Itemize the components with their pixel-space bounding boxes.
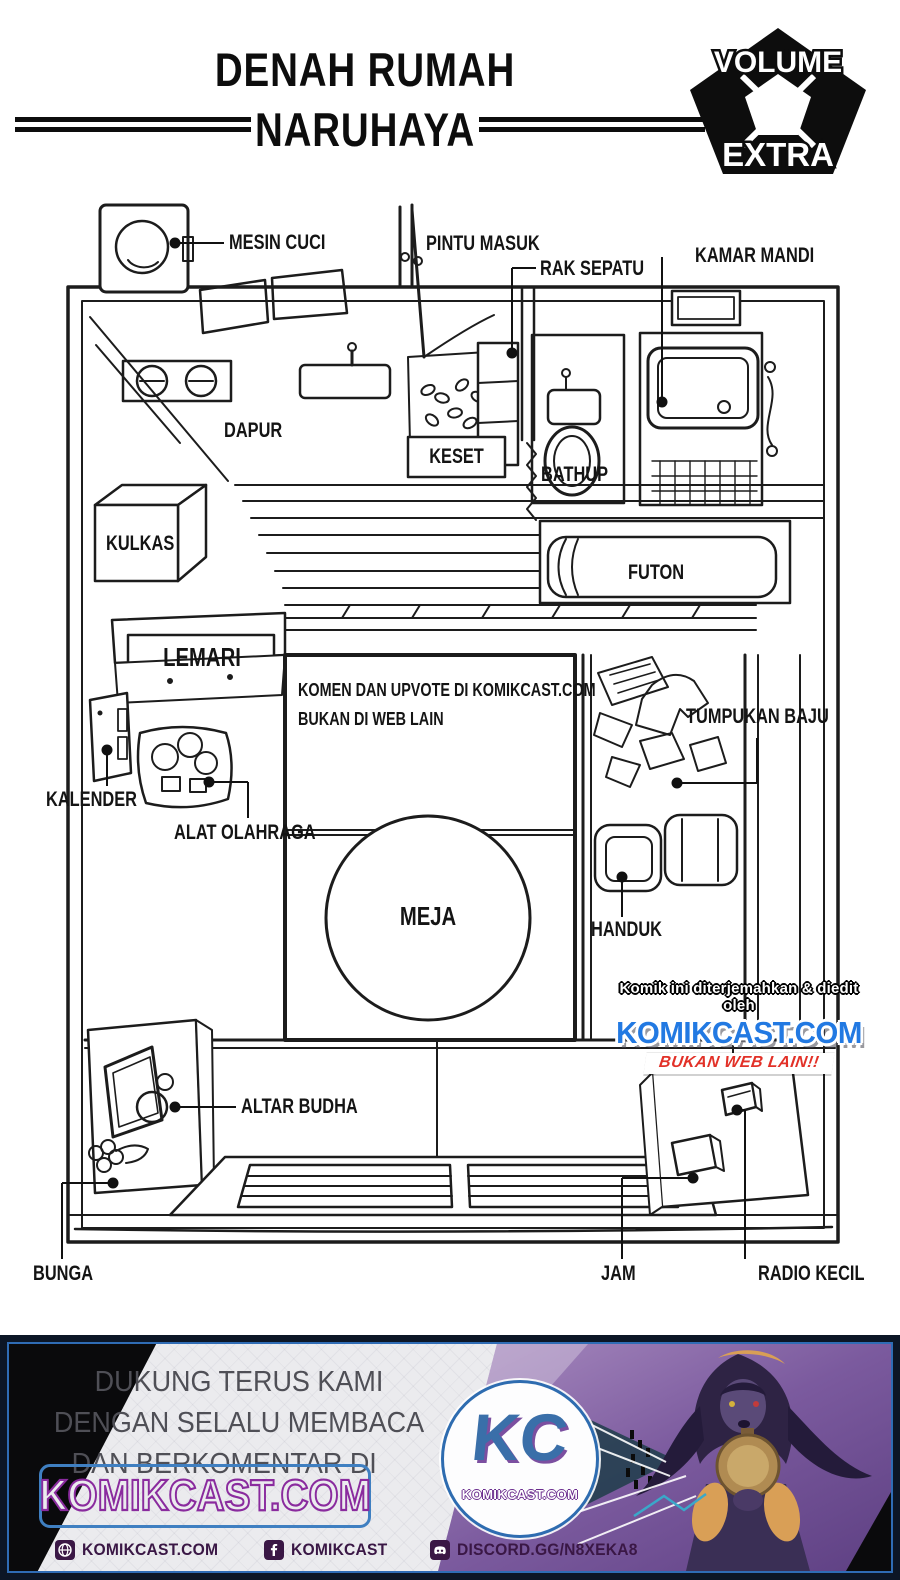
footer-discord-label: DISCORD.GG/N8XEKA8 xyxy=(456,1540,638,1559)
support-line1: DUKUNG TERUS KAMI xyxy=(94,1366,384,1398)
kc-logo-letters: KC xyxy=(468,1400,572,1474)
label-rak-sepatu: RAK SEPATU xyxy=(540,257,645,280)
watermark-ribbon: BUKAN WEB LAIN!! xyxy=(643,1053,835,1074)
title-rule xyxy=(479,127,705,132)
floor-plan-drawing xyxy=(61,203,840,1259)
label-kulkas: KULKAS xyxy=(106,532,175,555)
badge-star xyxy=(745,74,811,135)
label-radio-kecil: RADIO KECIL xyxy=(758,1262,865,1285)
label-keset: KESET xyxy=(429,445,484,468)
label-bathup: BATHUP xyxy=(541,463,609,486)
watermark-site: KOMIKCAST.COM xyxy=(616,1015,862,1050)
discord-icon xyxy=(429,1540,450,1560)
site-box-text: KOMIKCAST.COM xyxy=(38,1470,371,1521)
label-mesin-cuci: MESIN CUCI xyxy=(229,231,326,254)
label-altar-budha: ALTAR BUDHA xyxy=(241,1095,358,1118)
volume-extra-badge: VOLUME EXTRA xyxy=(688,26,868,178)
translator-watermark: Komik ini diterjemahkan & diedit oleh KO… xyxy=(608,980,870,1074)
kc-logo-site: KOMIKCAST.COM xyxy=(461,1487,579,1502)
note-line1: KOMEN DAN UPVOTE DI KOMIKCAST.COM xyxy=(298,680,596,700)
footer-website-label: KOMIKCAST.COM xyxy=(82,1540,219,1559)
globe-icon xyxy=(55,1540,75,1560)
label-pintu-masuk: PINTU MASUK xyxy=(426,232,540,255)
label-kalender: KALENDER xyxy=(46,788,138,811)
footer-item-discord: DISCORD.GG/N8XEKA8 xyxy=(429,1540,653,1560)
watermark-credit: Komik ini diterjemahkan & diedit oleh xyxy=(619,980,859,1014)
label-jam: JAM xyxy=(601,1262,636,1285)
komikcast-banner: DUKUNG TERUS KAMI DENGAN SELALU MEMBACA … xyxy=(0,1335,900,1580)
label-tumpukan-baju: TUMPUKAN BAJU xyxy=(686,705,829,728)
title-rule xyxy=(15,117,251,122)
translator-note: KOMEN DAN UPVOTE DI KOMIKCAST.COM BUKAN … xyxy=(298,676,596,734)
label-lemari: LEMARI xyxy=(163,642,241,672)
support-line2: DENGAN SELALU MEMBACA xyxy=(53,1407,425,1440)
kc-logo: KC KOMIKCAST.COM xyxy=(441,1380,599,1538)
page-title: DENAH RUMAH NARUHAYA xyxy=(120,42,610,157)
site-box: KOMIKCAST.COM xyxy=(38,1464,372,1528)
title-rule xyxy=(15,127,251,132)
label-alat-olahraga: ALAT OLAHRAGA xyxy=(174,821,316,844)
label-dapur: DAPUR xyxy=(224,419,283,442)
title-line2: NARUHAYA xyxy=(254,103,476,156)
label-handuk: HANDUK xyxy=(591,918,662,941)
badge-top-text: VOLUME xyxy=(714,46,842,79)
badge-bottom-text: EXTRA xyxy=(722,136,834,173)
footer-item-facebook: KOMIKCAST xyxy=(264,1540,396,1560)
banner-footer: KOMIKCAST.COM KOMIKCAST xyxy=(55,1540,653,1560)
footer-facebook-label: KOMIKCAST xyxy=(291,1540,388,1559)
banner-inner: DUKUNG TERUS KAMI DENGAN SELALU MEMBACA … xyxy=(7,1342,893,1573)
note-line2: BUKAN DI WEB LAIN xyxy=(298,708,444,729)
facebook-icon xyxy=(264,1540,285,1560)
footer-item-website: KOMIKCAST.COM xyxy=(55,1540,230,1560)
label-futon: FUTON xyxy=(628,561,685,584)
label-bunga: BUNGA xyxy=(33,1262,94,1285)
label-kamar-mandi: KAMAR MANDI xyxy=(695,244,815,267)
watermark-warning: BUKAN WEB LAIN!! xyxy=(657,1054,821,1071)
label-meja: MEJA xyxy=(399,901,457,931)
title-line1: DENAH RUMAH xyxy=(214,43,516,96)
title-rule xyxy=(479,117,705,122)
